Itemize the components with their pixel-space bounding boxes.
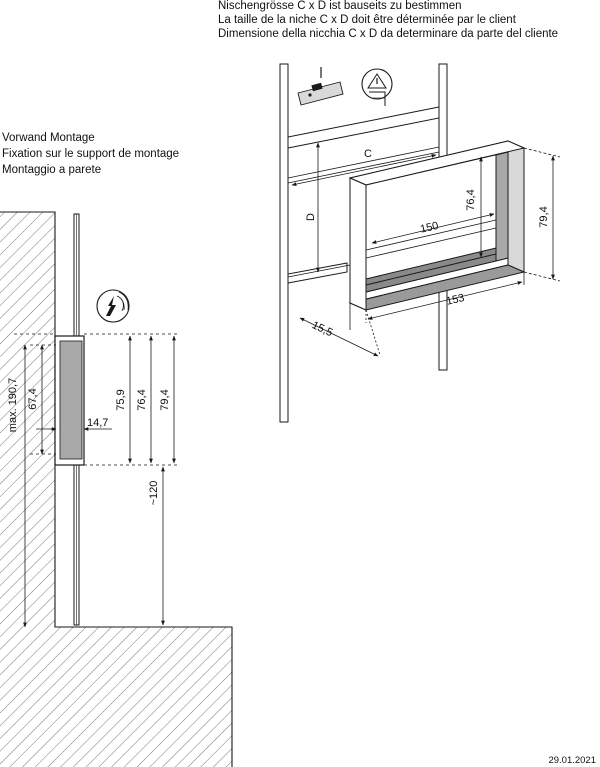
dim-14-7: 14,7 [87, 417, 108, 429]
wall-outline [0, 211, 233, 767]
cabinet-door [59, 340, 83, 460]
dim-76-4-iso: 76,4 [465, 189, 477, 210]
side-view: max. 190,7 67,4 75,9 76,4 79,4 14,7 ~120 [0, 211, 233, 767]
dim-15-5: 15,5 [310, 319, 334, 339]
dim-d: D [305, 213, 317, 221]
niche-size-heading: Nischengrösse C x D ist bauseits zu best… [218, 0, 558, 40]
isometric-view: C D 150 76,4 79,4 153 15,5 [279, 63, 561, 423]
electrical-warning-icon [96, 289, 130, 323]
wall-mounting-heading: Vorwand Montage Fixation sur le support … [2, 132, 179, 176]
dim-79-4-iso: 79,4 [538, 206, 550, 227]
niche-heading-de: Nischengrösse C x D ist bauseits zu best… [218, 0, 462, 12]
niche-heading-fr: La taille de la niche C x D doit être dé… [218, 14, 517, 26]
niche-heading-it: Dimensione della nicchia C x D da determ… [218, 28, 558, 40]
dim-75-9: 75,9 [115, 389, 127, 410]
dim-max-190-7: max. 190,7 [7, 378, 19, 432]
dim-approx-120: ~120 [148, 481, 160, 506]
spirit-level-icon [297, 67, 344, 106]
drawing-date: 29.01.2021 [548, 755, 596, 766]
dim-79-4-side: 79,4 [159, 389, 171, 410]
dim-153: 153 [445, 292, 466, 308]
wall-heading-fr: Fixation sur le support de montage [2, 148, 179, 160]
wall-heading-de: Vorwand Montage [2, 132, 95, 144]
dimension-lines-iso [291, 142, 561, 357]
dim-67-4: 67,4 [27, 388, 39, 409]
caution-level-icon [361, 68, 393, 106]
dim-150: 150 [419, 220, 440, 236]
dim-76-4-side: 76,4 [136, 389, 148, 410]
wall-heading-it: Montaggio a parete [2, 164, 101, 176]
wall-hatch [0, 212, 232, 767]
dim-c: C [364, 148, 372, 160]
dimension-lines-side [23, 335, 176, 628]
